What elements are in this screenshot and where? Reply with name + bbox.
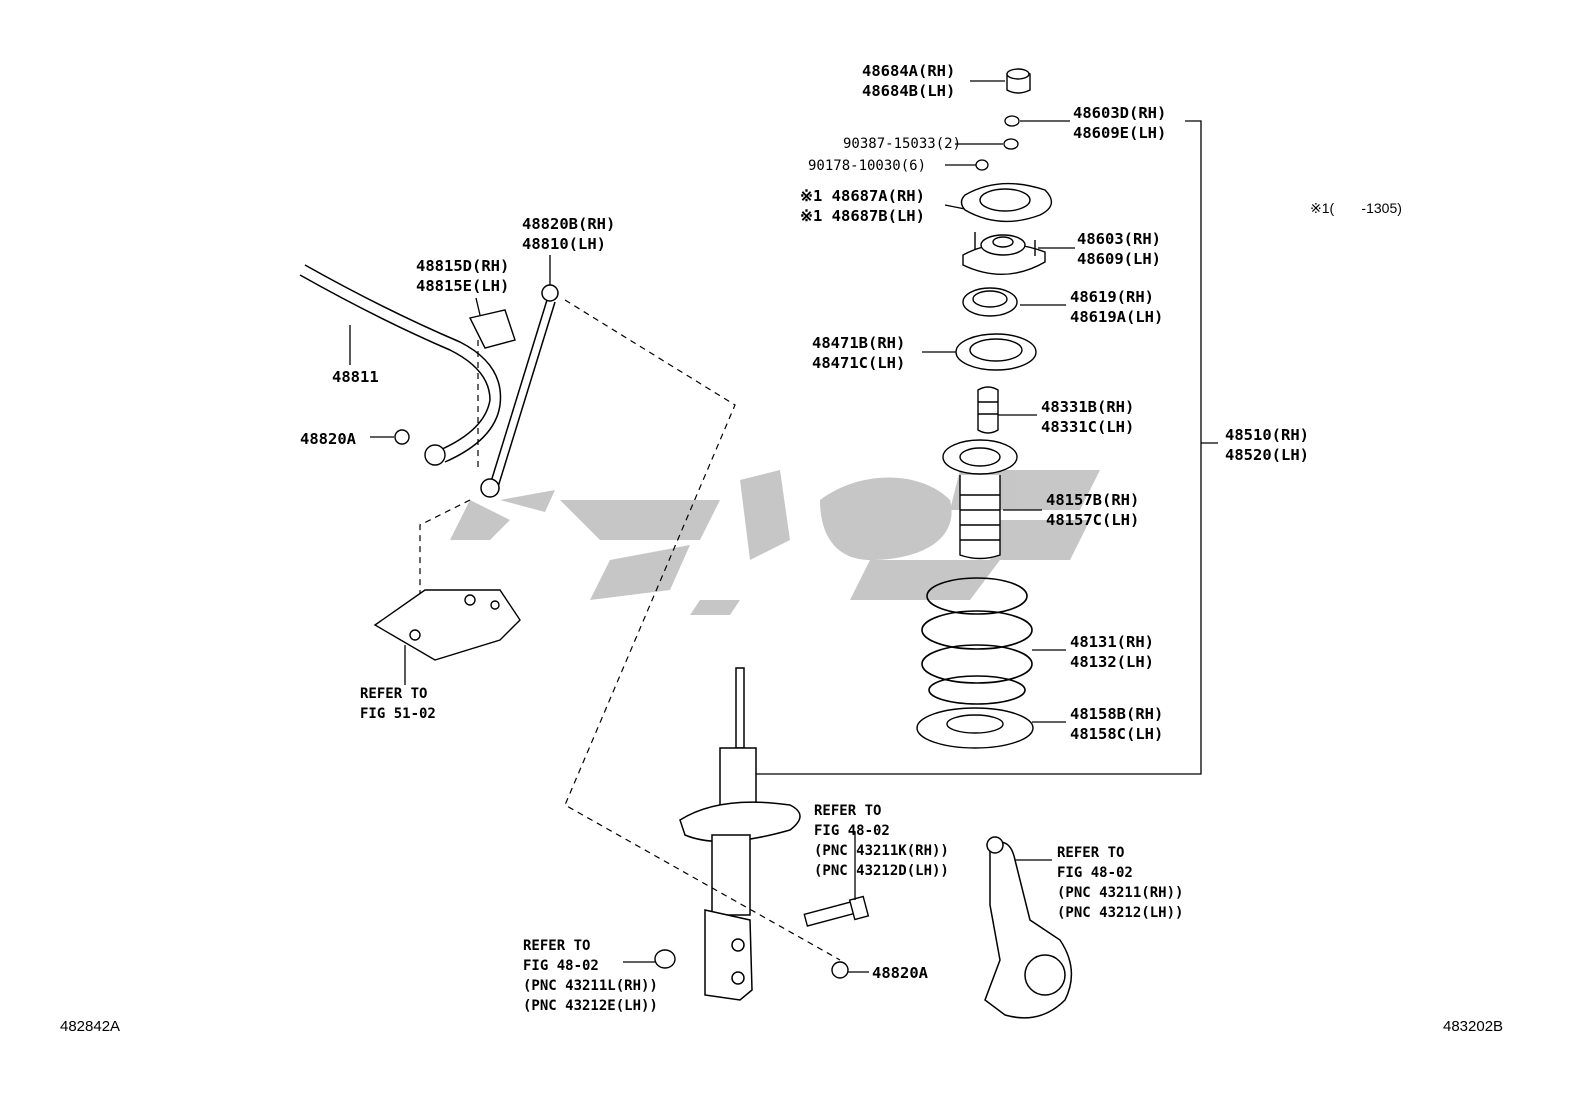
bolt [803,895,870,927]
label-48603: 48603(RH)48609(LH) [1077,230,1161,268]
steering-knuckle [984,836,1073,1019]
assembly-bracket [748,120,1202,775]
seat-48471 [955,333,1037,371]
label-48687: ※1 48687A(RH)※1 48687B(LH) [800,187,925,225]
label-48331: 48331B(RH)48331C(LH) [1041,398,1135,436]
label-48815: 48815D(RH)48815E(LH) [416,257,510,295]
nut-strut [654,949,676,969]
boot-48157 [942,439,1018,560]
label-48158: 48158B(RH)48158C(LH) [1070,705,1164,743]
label-48820a-upper: 48820A [300,430,356,448]
bushing-48815 [468,309,516,349]
label-90387: 90387-15033(2) [843,136,962,152]
gasket-48687 [960,182,1053,223]
applicability-note: ※1( -1305) [1310,200,1402,216]
label-48811: 48811 [332,368,379,386]
crossmember-bracket [373,589,521,661]
insulator-48158 [916,707,1034,749]
cap-48684 [1006,68,1031,94]
shock-absorber [679,667,801,1001]
spring-48131 [921,577,1033,705]
stabilizer-link [480,284,559,498]
stabilizer-bar [299,264,502,463]
label-90178: 90178-10030(6) [808,158,927,174]
washer-90387 [1003,138,1019,150]
washer-bar [424,444,446,466]
dashed-guide-lines [419,299,841,961]
support-48603 [962,232,1046,275]
nut-48603d [1004,115,1020,127]
illustration-code-left: 482842A [60,1018,121,1035]
watermark-logo [450,470,1100,615]
label-48131: 48131(RH)48132(LH) [1070,633,1154,671]
label-48603d: 48603D(RH)48609E(LH) [1073,104,1167,142]
label-48820a-lower: 48820A [872,964,928,982]
illustration-code-right: 483202B [1443,1018,1504,1035]
bearing-48619 [962,287,1018,317]
label-48157: 48157B(RH)48157C(LH) [1046,491,1140,529]
nut-48820a [394,429,410,445]
label-48684: 48684A(RH)48684B(LH) [862,62,956,100]
bumper-48331 [977,386,999,434]
label-48510: 48510(RH)48520(LH) [1225,426,1309,464]
nut-90178 [975,159,989,171]
label-48619: 48619(RH)48619A(LH) [1070,288,1164,326]
label-48471: 48471B(RH)48471C(LH) [812,334,906,372]
label-48820b: 48820B(RH)48810(LH) [522,215,616,253]
nut-48820a-lower [831,961,849,979]
